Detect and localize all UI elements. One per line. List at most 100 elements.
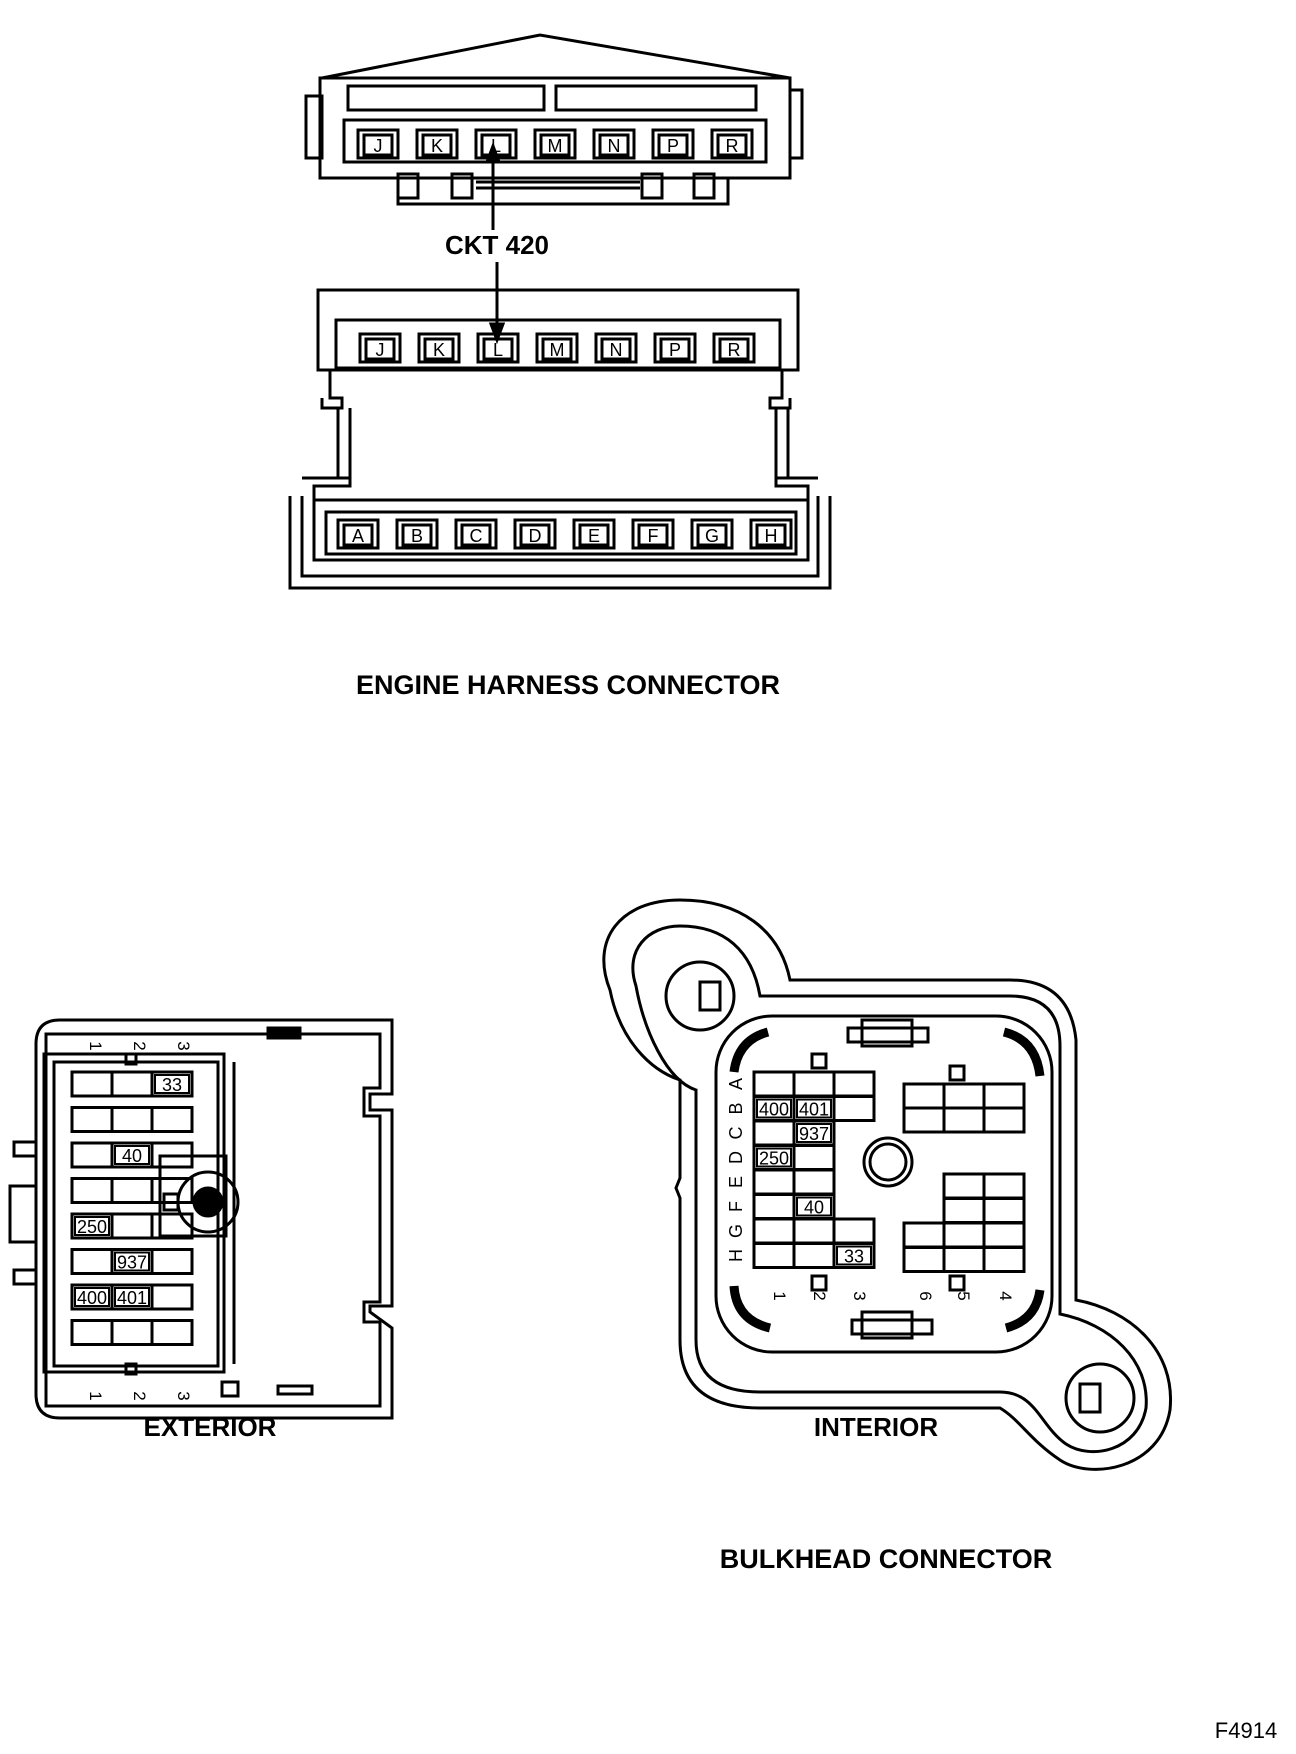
interior-row-letter: A — [726, 1078, 746, 1090]
upper-pin-j: J — [356, 128, 400, 160]
exterior-cavity — [70, 1141, 114, 1169]
interior-cavity — [752, 1242, 796, 1269]
exterior-cavity — [70, 1319, 114, 1346]
middle-pin-r: R — [712, 332, 756, 364]
middle-pin-label: M — [550, 340, 565, 360]
lower-pin-label: B — [411, 526, 423, 546]
interior-row-letter: D — [726, 1151, 746, 1164]
interior-cavity — [982, 1246, 1026, 1273]
exterior-cavity — [110, 1106, 154, 1133]
upper-pin-label: J — [374, 136, 383, 156]
exterior-cavity — [70, 1070, 114, 1098]
interior-cavity — [942, 1221, 986, 1249]
lower-pin-label: A — [352, 526, 364, 546]
lower-pin-c: C — [454, 518, 498, 550]
interior-cavity — [832, 1070, 876, 1098]
exterior-bottom-col: 2 — [130, 1391, 149, 1400]
interior-cavity — [792, 1242, 836, 1269]
exterior-label: EXTERIOR — [144, 1412, 277, 1442]
interior-cavity — [902, 1246, 946, 1273]
exterior-cavity: 250 — [70, 1212, 114, 1240]
lower-pin-b: B — [395, 518, 439, 550]
interior-cavity: 40 — [792, 1193, 836, 1220]
upper-pin-n: N — [592, 128, 636, 160]
interior-circuit-33: 33 — [844, 1247, 864, 1267]
interior-circuit-937: 937 — [799, 1124, 829, 1144]
middle-pin-p: P — [653, 332, 697, 364]
middle-pin-label: L — [493, 340, 503, 360]
exterior-cavity — [70, 1177, 114, 1204]
interior-cavity — [752, 1070, 796, 1098]
middle-pin-l: L — [476, 332, 520, 364]
interior-col-number: 2 — [810, 1291, 829, 1300]
interior-cavity — [982, 1106, 1026, 1134]
exterior-cavity — [70, 1248, 114, 1275]
exterior-circuit-401: 401 — [117, 1288, 147, 1308]
interior-circuit-40: 40 — [804, 1198, 824, 1218]
exterior-cavity — [150, 1248, 194, 1275]
ckt-420-label: CKT 420 — [445, 230, 549, 260]
exterior-cavity — [150, 1212, 194, 1240]
interior-cavity — [792, 1144, 836, 1171]
interior-cavity — [832, 1095, 876, 1122]
lower-pin-label: H — [765, 526, 778, 546]
figure-id: F4914 — [1215, 1718, 1277, 1743]
interior-cavity — [752, 1119, 796, 1147]
middle-pin-label: K — [433, 340, 445, 360]
upper-pin-label: L — [491, 136, 501, 156]
exterior-circuit-40: 40 — [122, 1146, 142, 1166]
interior-cavity: 401 — [792, 1095, 836, 1122]
interior-cavity: 937 — [792, 1119, 836, 1147]
interior-cavity — [942, 1246, 986, 1273]
interior-col-number: 6 — [916, 1291, 935, 1300]
exterior-cavity: 33 — [150, 1070, 194, 1098]
interior-cavity: 400 — [752, 1095, 796, 1122]
interior-col-number: 5 — [954, 1291, 973, 1300]
interior-cavity — [902, 1106, 946, 1134]
exterior-circuit-400: 400 — [77, 1288, 107, 1308]
bulkhead-connector-title: BULKHEAD CONNECTOR — [720, 1544, 1053, 1574]
exterior-circuit-250: 250 — [77, 1217, 107, 1237]
interior-col-number: 1 — [770, 1291, 789, 1300]
lower-pin-g: G — [690, 518, 734, 550]
interior-col-number: 3 — [850, 1291, 869, 1300]
upper-pin-label: M — [548, 136, 563, 156]
interior-cavity — [792, 1168, 836, 1196]
upper-pin-r: R — [710, 128, 754, 160]
lower-pin-h: H — [749, 518, 793, 550]
interior-cavity — [942, 1197, 986, 1224]
interior-cavity — [942, 1106, 986, 1134]
middle-pin-m: M — [535, 332, 579, 364]
upper-pin-k: K — [415, 128, 459, 160]
lower-pin-f: F — [631, 518, 675, 550]
interior-cavity — [982, 1082, 1026, 1110]
interior-cavity — [942, 1172, 986, 1200]
interior-cavity — [792, 1217, 836, 1245]
middle-pin-n: N — [594, 332, 638, 364]
middle-pin-label: P — [669, 340, 681, 360]
exterior-cavity: 401 — [110, 1283, 154, 1311]
interior-cavity — [982, 1172, 1026, 1200]
exterior-cavity: 40 — [110, 1141, 154, 1169]
upper-pin-m: M — [533, 128, 577, 160]
middle-pin-k: K — [417, 332, 461, 364]
engine-harness-title: ENGINE HARNESS CONNECTOR — [356, 670, 780, 700]
interior-circuit-400: 400 — [759, 1100, 789, 1120]
exterior-bottom-col: 3 — [174, 1391, 193, 1400]
exterior-cavity — [150, 1283, 194, 1311]
exterior-cavity: 400 — [70, 1283, 114, 1311]
interior-cavity: 33 — [832, 1242, 876, 1269]
interior-row-letter: F — [726, 1201, 746, 1212]
middle-pin-label: R — [728, 340, 741, 360]
middle-pin-label: N — [610, 340, 623, 360]
lower-pin-label: D — [529, 526, 542, 546]
lower-pin-label: G — [705, 526, 719, 546]
ckt-420-callout: CKT 420 — [445, 141, 549, 345]
exterior-cavity — [110, 1177, 154, 1204]
interior-col-number: 4 — [996, 1291, 1015, 1300]
